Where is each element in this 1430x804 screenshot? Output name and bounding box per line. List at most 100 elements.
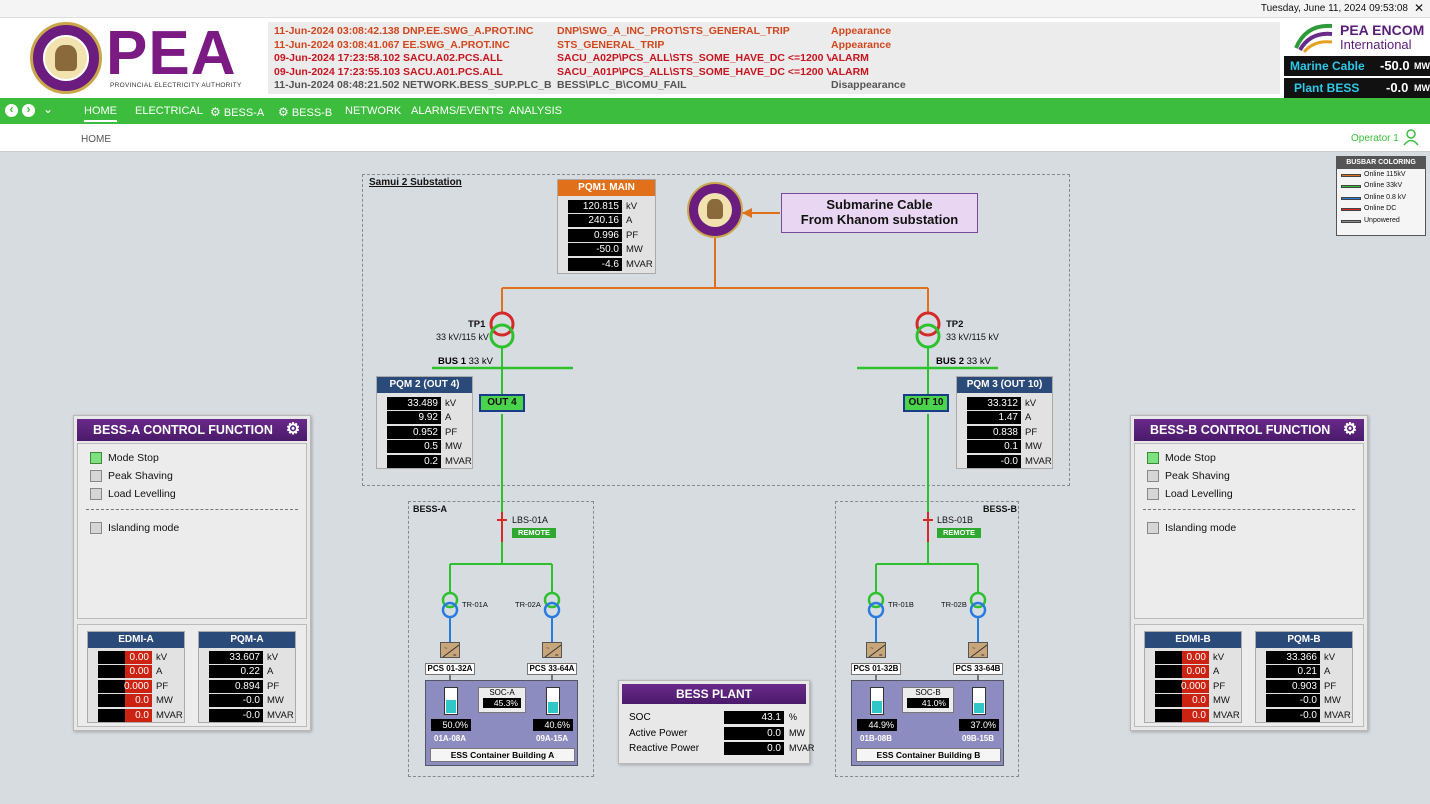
- meter-value: 0.00: [1155, 650, 1209, 664]
- meter-title: PQM-B: [1256, 632, 1352, 648]
- meter-value: 0.894: [209, 679, 263, 693]
- ess-container-building-b[interactable]: SOC-B 41.0% 44.9% 37.0% 01B-08B 09B-15B …: [851, 680, 1004, 766]
- ess-container-building-a[interactable]: SOC-A 45.3% 50.0% 40.6% 01A-08A 09A-15A …: [425, 680, 578, 766]
- meter-unit: MW: [1025, 441, 1042, 452]
- alarm-source: 11-Jun-2024 03:08:42.138 DNP.EE.SWG_A.PR…: [274, 25, 557, 39]
- meter-unit: MW: [1324, 695, 1341, 706]
- pcs-inverter-icon[interactable]: ~=: [968, 642, 988, 659]
- tr-01b-label: TR-01B: [888, 600, 914, 609]
- alarm-time: 11-Jun-2024 03:08:41.067: [274, 38, 400, 51]
- mode-option[interactable]: Peak Shaving: [90, 470, 173, 483]
- mode-option[interactable]: Mode Stop: [1147, 452, 1216, 465]
- nav-home[interactable]: HOME: [84, 105, 117, 122]
- nav-bess-b[interactable]: ⚙ BESS-B: [278, 105, 332, 119]
- chevron-down-icon[interactable]: ⌄: [43, 102, 54, 116]
- mode-label: Peak Shaving: [108, 470, 173, 482]
- single-line-diagram: [432, 208, 998, 682]
- mode-checkbox[interactable]: [1147, 452, 1159, 465]
- alarm-banner[interactable]: 11-Jun-2024 03:08:42.138 DNP.EE.SWG_A.PR…: [268, 22, 1280, 94]
- mode-checkbox[interactable]: [90, 452, 102, 465]
- battery-pct: 44.9%: [857, 719, 897, 731]
- user-name[interactable]: Operator 1: [1351, 133, 1399, 144]
- pcs-inverter-icon[interactable]: ~=: [542, 642, 562, 659]
- summary-label: Plant BESS: [1294, 81, 1360, 95]
- nav-alarms-events[interactable]: ALARMS/EVENTS: [411, 105, 504, 117]
- meter-unit: kV: [1324, 651, 1336, 663]
- alarm-row[interactable]: 11-Jun-2024 03:08:42.138 DNP.EE.SWG_A.PR…: [274, 25, 1274, 39]
- nav-bess-a[interactable]: ⚙ BESS-A: [210, 105, 264, 119]
- svg-text:~: ~: [870, 646, 874, 652]
- mode-checkbox[interactable]: [1147, 488, 1159, 501]
- meter-unit: MVAR: [1025, 455, 1052, 467]
- meter-unit: MVAR: [1324, 709, 1351, 721]
- alarm-row[interactable]: 09-Jun-2024 17:23:55.103 SACU.A01.PCS.AL…: [274, 66, 1274, 80]
- mode-checkbox[interactable]: [1147, 470, 1159, 483]
- nav-network[interactable]: NETWORK: [345, 105, 402, 117]
- back-icon[interactable]: ‹: [5, 103, 18, 117]
- mode-option[interactable]: Load Levelling: [90, 488, 176, 501]
- alarm-row[interactable]: 11-Jun-2024 03:08:41.067 EE.SWG_A.PROT.I…: [274, 39, 1274, 53]
- alarm-message: SACU_A01P\PCS_ALL\STS_SOME_HAVE_DC <=120…: [557, 65, 831, 78]
- mode-checkbox[interactable]: [90, 470, 102, 483]
- nav-analysis[interactable]: ANALYSIS: [509, 105, 562, 117]
- mode-label: Load Levelling: [108, 488, 176, 500]
- soc-a-box: SOC-A 45.3%: [478, 687, 526, 713]
- substation-title: Samui 2 Substation: [369, 177, 462, 188]
- tp1-rating: 33 kV/115 kV: [436, 332, 489, 342]
- pcs-inverter-icon[interactable]: ~=: [866, 642, 886, 659]
- islanding-option[interactable]: Islanding mode: [90, 522, 179, 535]
- meter-value: 0.22: [209, 665, 263, 678]
- meter-value: 33.607: [209, 650, 263, 664]
- alarm-row[interactable]: 11-Jun-2024 08:48:21.502 NETWORK.BESS_SU…: [274, 79, 1274, 93]
- meter-unit: MVAR: [626, 258, 653, 270]
- mode-label: Load Levelling: [1165, 488, 1233, 500]
- forward-icon[interactable]: ›: [22, 103, 35, 117]
- summary-value: -50.0: [1380, 58, 1410, 73]
- gear-icon[interactable]: ⚙: [1342, 421, 1358, 438]
- plant-row-label: Active Power: [629, 727, 688, 739]
- substation-area: [362, 174, 1070, 486]
- legend-item: Online DC: [1337, 204, 1425, 215]
- panel-title-text: BESS-B CONTROL FUNCTION: [1150, 423, 1331, 437]
- alarm-row[interactable]: 09-Jun-2024 17:23:58.102 SACU.A02.PCS.AL…: [274, 52, 1274, 66]
- user-icon[interactable]: [1403, 128, 1419, 146]
- mode-option[interactable]: Load Levelling: [1147, 488, 1233, 501]
- mode-option[interactable]: Mode Stop: [90, 452, 159, 465]
- pea-encom-logo: PEA ENCOM International: [1286, 18, 1430, 56]
- breadcrumb[interactable]: HOME: [81, 134, 111, 145]
- nav-electrical[interactable]: ELECTRICAL: [135, 105, 203, 117]
- gear-icon[interactable]: ⚙: [285, 421, 301, 438]
- mode-checkbox[interactable]: [90, 488, 102, 501]
- mode-option[interactable]: Peak Shaving: [1147, 470, 1230, 483]
- tr-02a-label: TR-02A: [515, 600, 541, 609]
- islanding-checkbox[interactable]: [90, 522, 102, 535]
- islanding-checkbox[interactable]: [1147, 522, 1159, 535]
- alarm-source-text: DNP.EE.SWG_A.PROT.INC: [402, 25, 534, 37]
- out4-breaker[interactable]: OUT 4: [479, 394, 525, 412]
- meter-unit: MW: [1213, 695, 1230, 706]
- header: PEA PROVINCIAL ELECTRICITY AUTHORITY 11-…: [0, 18, 1430, 98]
- alarm-message: BESS\PLC_B\COMU_FAIL: [557, 79, 687, 92]
- legend-swatch: [1341, 219, 1361, 223]
- meter-value: 0.996: [568, 228, 622, 242]
- meter-value: -50.0: [568, 243, 622, 256]
- out10-breaker[interactable]: OUT 10: [903, 394, 949, 412]
- pcs-inverter-icon[interactable]: ~=: [440, 642, 460, 659]
- close-icon[interactable]: ✕: [1413, 1, 1424, 15]
- islanding-option[interactable]: Islanding mode: [1147, 522, 1236, 535]
